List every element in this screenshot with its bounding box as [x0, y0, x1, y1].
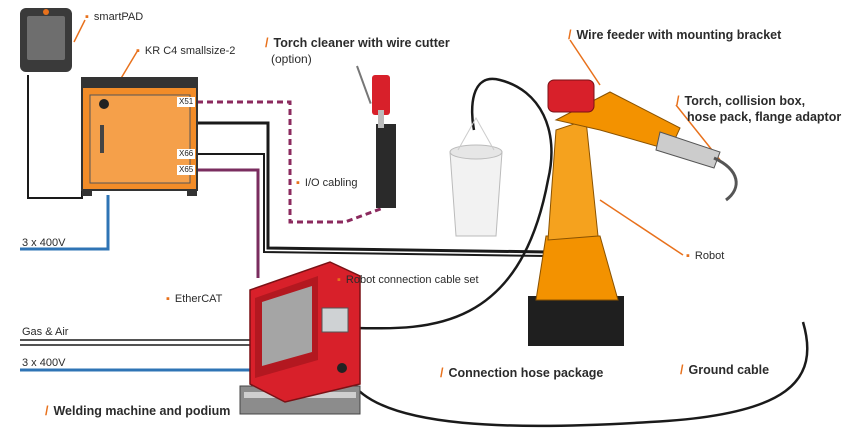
cables — [20, 19, 809, 428]
robot-connection-cable-2 — [197, 153, 547, 257]
ground-cable-line — [348, 321, 809, 428]
pointer-wire-feeder — [569, 39, 601, 86]
label-gas-air: Gas & Air — [22, 326, 69, 338]
label-welding-machine: /Welding machine and podium — [45, 404, 231, 418]
port-x66: X66 — [177, 149, 196, 159]
welding-machine — [239, 261, 361, 415]
label-ground-cable: /Ground cable — [680, 363, 770, 377]
smartpad-device — [20, 8, 72, 72]
label-torch-line1: /Torch, collision box, — [676, 94, 806, 108]
smartpad-cable — [27, 75, 83, 199]
label-smartpad: ▪smartPAD — [85, 11, 144, 23]
robot-connection-cable — [197, 121, 549, 254]
label-ethercat: ▪EtherCAT — [166, 293, 223, 305]
label-controller: ▪KR C4 smallsize-2 — [136, 45, 236, 57]
label-power-bottom: 3 x 400V — [22, 357, 66, 369]
torch-cleaner — [356, 65, 396, 208]
label-robot-cable: ▪Robot connection cable set — [337, 274, 479, 286]
port-x65: X65 — [177, 165, 196, 175]
pointer-robot — [599, 199, 684, 256]
controller-cabinet — [81, 77, 198, 196]
label-torch-cleaner-note: (option) — [271, 52, 312, 66]
label-hose-package: /Connection hose package — [440, 366, 604, 380]
io-cabling-line — [197, 100, 384, 224]
port-x51: X51 — [177, 97, 196, 107]
label-power-top: 3 x 400V — [22, 237, 66, 249]
label-wire-feeder: /Wire feeder with mounting bracket — [568, 28, 782, 42]
pointer-smartpad — [73, 19, 86, 43]
collection-cup — [449, 116, 503, 237]
pointer-controller — [119, 49, 139, 81]
label-torch-line2: hose pack, flange adaptor — [687, 110, 842, 124]
hose-package-line — [354, 77, 553, 330]
label-io-cabling: ▪I/O cabling — [296, 177, 358, 189]
label-torch-cleaner: /Torch cleaner with wire cutter — [265, 36, 450, 50]
ethercat-line — [197, 168, 260, 278]
label-robot: ▪Robot — [686, 250, 725, 262]
power-cable-top — [20, 195, 110, 251]
robot-arm — [528, 79, 738, 346]
